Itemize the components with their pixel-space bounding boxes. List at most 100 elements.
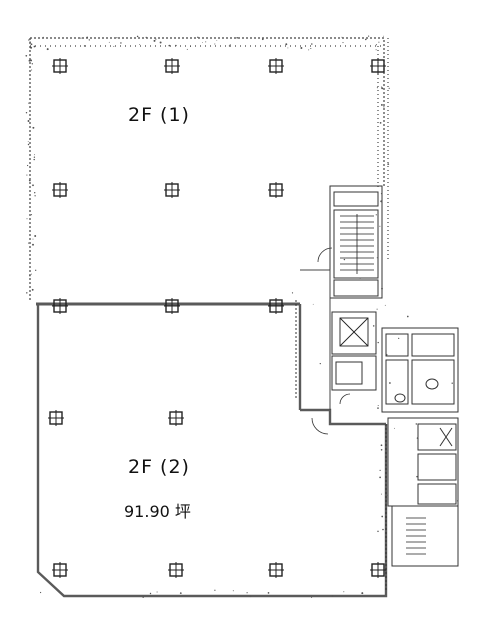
column-icon bbox=[52, 182, 68, 198]
speckle-dot bbox=[145, 36, 147, 39]
speckle-dot bbox=[380, 200, 383, 203]
speckle-dot bbox=[28, 39, 30, 41]
speckle-dot bbox=[139, 44, 141, 46]
unit-2-label: 2F (2) bbox=[128, 456, 190, 478]
speckle-dot bbox=[381, 87, 384, 90]
speckle-dot bbox=[232, 590, 234, 592]
speckle-dot bbox=[155, 38, 157, 40]
speckle-dot bbox=[28, 59, 31, 62]
column-icon bbox=[164, 182, 180, 198]
speckle-dot bbox=[376, 257, 378, 259]
speckle-dot bbox=[267, 592, 270, 594]
speckle-dot bbox=[291, 292, 294, 294]
speckle-dot bbox=[376, 87, 378, 89]
speckle-dot bbox=[375, 214, 377, 216]
speckle-dot bbox=[46, 48, 49, 51]
column-icon bbox=[52, 562, 68, 578]
speckle-dot bbox=[26, 292, 28, 294]
speckle-dot bbox=[228, 45, 231, 47]
speckle-dot bbox=[367, 35, 370, 37]
speckle-dot bbox=[32, 184, 34, 187]
speckle-dot bbox=[380, 103, 383, 106]
speckle-dot bbox=[343, 591, 345, 593]
speckle-dot bbox=[377, 341, 379, 344]
speckle-dot bbox=[375, 49, 377, 51]
speckle-dot bbox=[416, 437, 419, 440]
speckle-dot bbox=[26, 218, 28, 220]
speckle-dot bbox=[377, 407, 379, 409]
speckle-dot bbox=[451, 382, 453, 384]
speckle-dot bbox=[372, 325, 375, 327]
speckle-dot bbox=[33, 45, 36, 48]
speckle-dot bbox=[34, 195, 36, 197]
speckle-dot bbox=[33, 158, 35, 161]
speckle-dot bbox=[202, 42, 203, 43]
speckle-dot bbox=[381, 515, 384, 518]
column-icon bbox=[370, 58, 386, 74]
speckle-dot bbox=[136, 35, 139, 38]
speckle-dot bbox=[34, 192, 36, 194]
speckle-dot bbox=[42, 36, 44, 38]
speckle-dot bbox=[29, 274, 31, 277]
speckle-dot bbox=[382, 528, 384, 531]
speckle-dot bbox=[108, 41, 110, 43]
speckle-dot bbox=[380, 444, 383, 447]
speckle-dot bbox=[415, 423, 418, 425]
column-icon bbox=[268, 58, 284, 74]
speckle-dot bbox=[29, 41, 31, 44]
speckle-dot bbox=[30, 43, 33, 46]
speckle-dot bbox=[379, 122, 382, 124]
service-block bbox=[381, 327, 459, 590]
speckle-dot bbox=[310, 47, 312, 50]
speckle-dot bbox=[214, 589, 216, 591]
speckle-dot bbox=[246, 592, 248, 594]
speckle-dot bbox=[359, 277, 361, 279]
speckle-dot bbox=[153, 39, 156, 42]
speckle-dot bbox=[379, 469, 381, 471]
speckle-dot bbox=[287, 47, 289, 49]
column-icon bbox=[168, 410, 184, 426]
speckle-dot bbox=[30, 59, 32, 62]
speckle-dot bbox=[229, 44, 231, 46]
speckle-dot bbox=[28, 179, 31, 182]
speckle-dot bbox=[216, 39, 218, 41]
speckle-dot bbox=[214, 43, 216, 45]
speckle-dot bbox=[361, 592, 364, 595]
speckle-dot bbox=[398, 337, 400, 340]
speckle-dot bbox=[312, 303, 314, 305]
speckle-dot bbox=[28, 102, 29, 104]
speckle-dot bbox=[88, 39, 90, 41]
column-icon bbox=[168, 562, 184, 578]
column-icon bbox=[52, 58, 68, 74]
speckle-dot bbox=[83, 45, 86, 47]
speckle-dot bbox=[156, 591, 158, 593]
speckle-dot bbox=[249, 595, 252, 598]
speckle-dot bbox=[380, 449, 383, 451]
speckle-dot bbox=[378, 41, 380, 43]
column-icon bbox=[268, 562, 284, 578]
column-icon bbox=[48, 410, 64, 426]
speckle-dot bbox=[168, 44, 171, 47]
speckle-dot bbox=[376, 308, 378, 310]
speckle-dot bbox=[179, 592, 182, 594]
speckle-dot bbox=[29, 137, 31, 139]
speckle-dot bbox=[311, 596, 313, 598]
speckle-dot bbox=[381, 287, 383, 290]
speckle-dot bbox=[416, 475, 418, 478]
door-swing-icon bbox=[311, 247, 351, 435]
speckle-dot bbox=[377, 405, 379, 406]
speckle-dot bbox=[285, 43, 288, 46]
speckle-dot bbox=[31, 288, 34, 291]
speckle-dot bbox=[80, 37, 82, 39]
elevator-icon bbox=[339, 317, 369, 347]
speckle-dot bbox=[35, 269, 37, 271]
scan-speckle bbox=[25, 35, 458, 598]
speckle-dot bbox=[406, 315, 409, 318]
speckle-dot bbox=[261, 38, 264, 41]
speckle-dot bbox=[32, 243, 34, 246]
speckle-dot bbox=[197, 36, 199, 38]
speckle-dot bbox=[364, 38, 367, 41]
speckle-dot bbox=[380, 192, 383, 195]
column-icon bbox=[164, 298, 180, 314]
